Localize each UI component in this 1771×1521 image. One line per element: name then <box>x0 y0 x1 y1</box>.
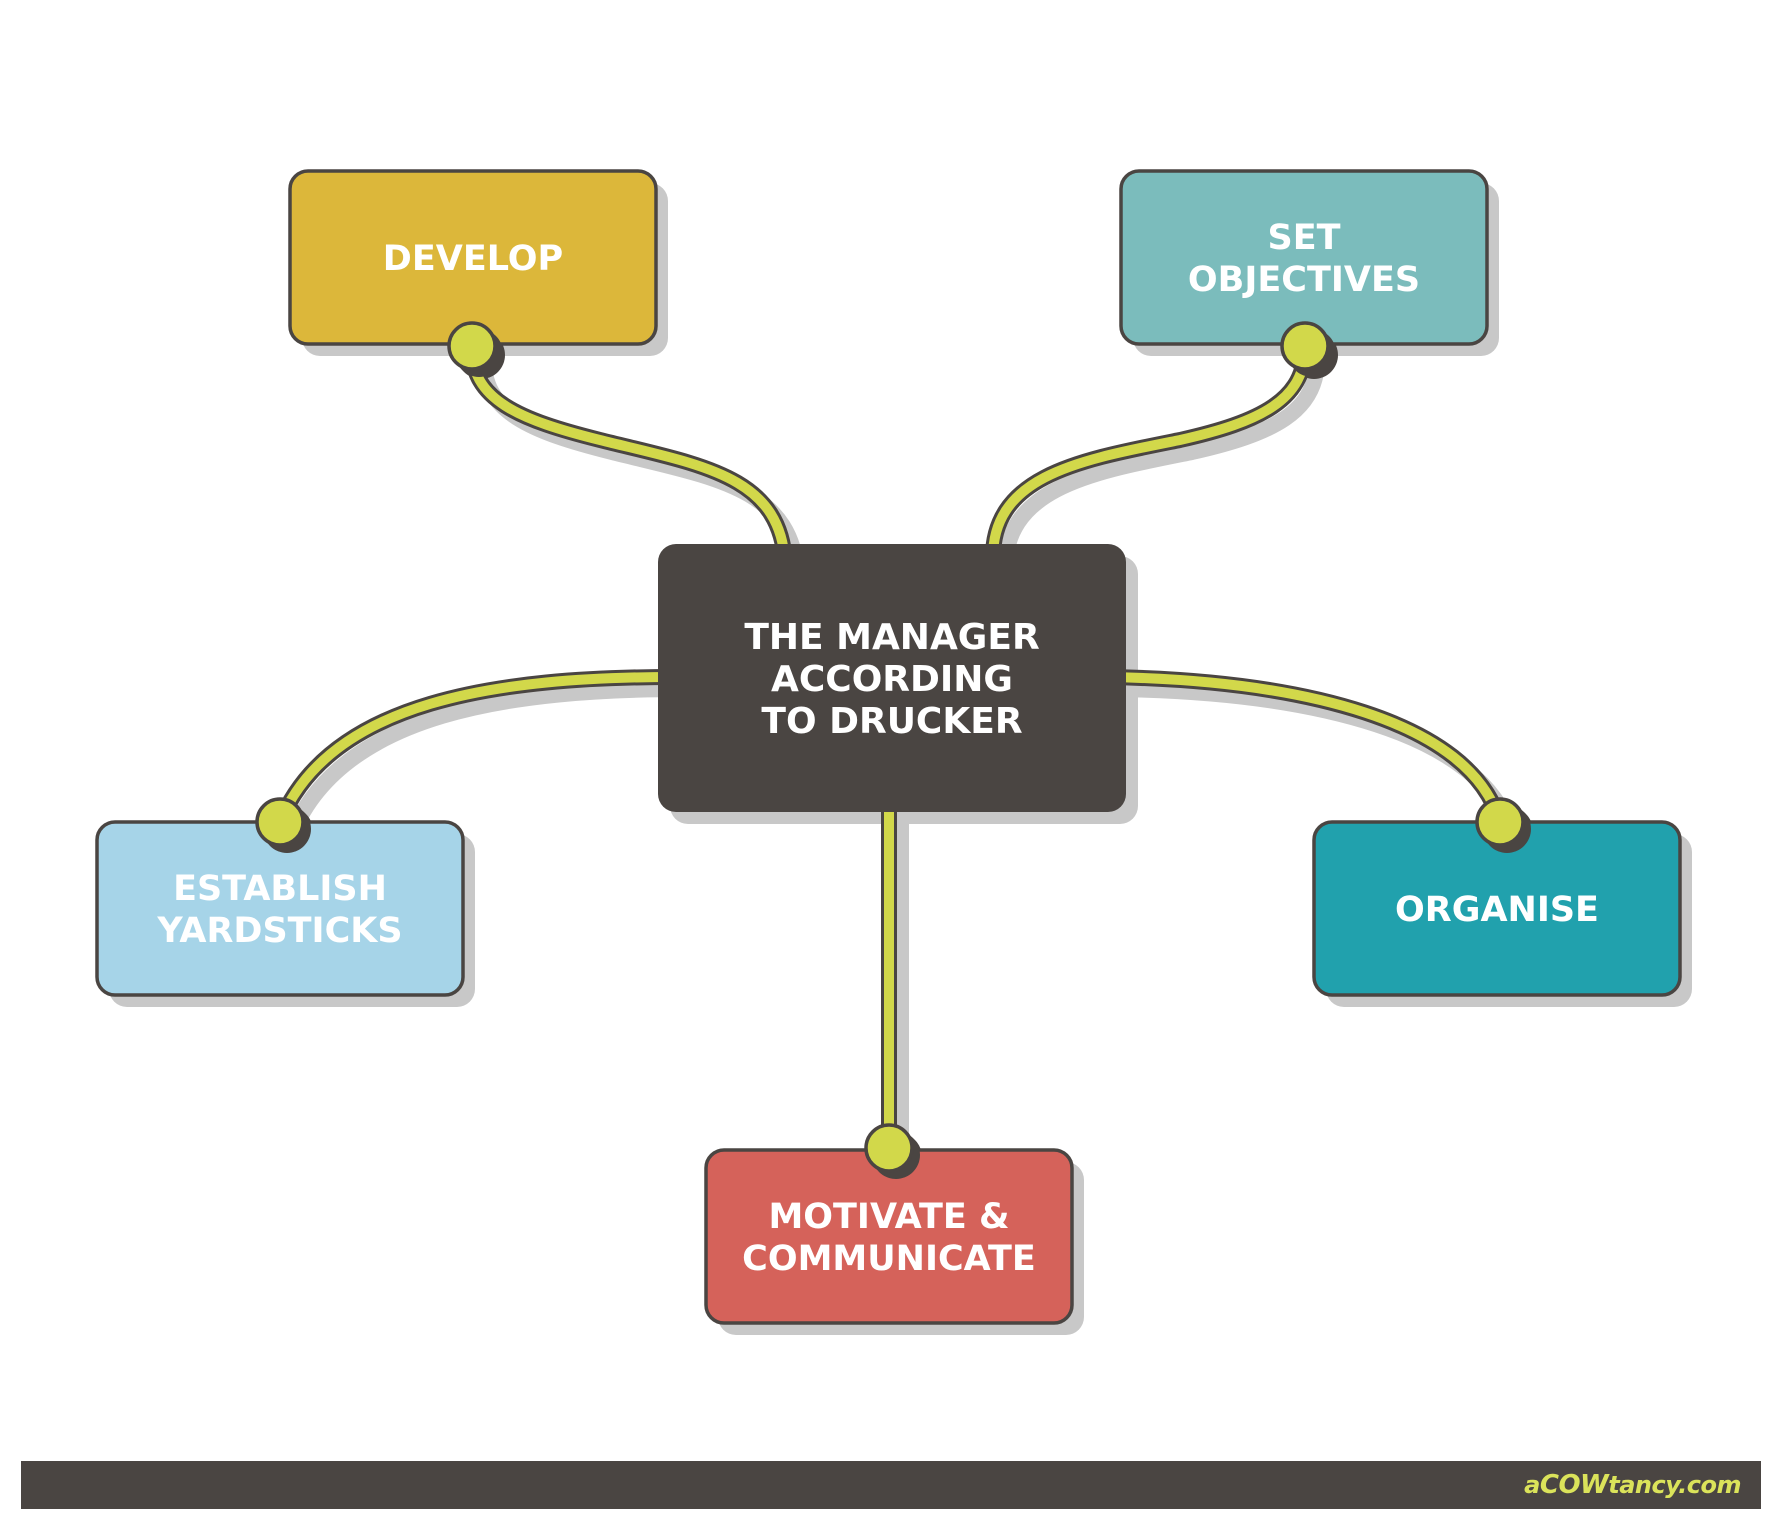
node-label-establish-yardsticks-1: YARDSTICKS <box>156 911 402 951</box>
node-label-organise-0: ORGANISE <box>1395 890 1599 930</box>
connector-dot-develop <box>447 321 497 371</box>
connector-dot-layer <box>255 321 1531 1179</box>
node-label-center-0: THE MANAGER <box>744 617 1039 658</box>
footer-bar: aCOWtancy.com <box>21 1461 1761 1509</box>
node-label-motivate-communicate-1: COMMUNICATE <box>742 1239 1036 1279</box>
brand-highlight: COW <box>1539 1470 1609 1500</box>
node-organise[interactable]: ORGANISE <box>1312 820 1682 997</box>
connector-establish-yardsticks <box>275 672 680 827</box>
connector-shadow-establish-yardsticks <box>284 681 695 842</box>
connector-develop <box>466 341 790 567</box>
connector-layer <box>272 338 1508 1158</box>
node-label-develop-0: DEVELOP <box>383 239 563 279</box>
connector-set-objectives <box>987 341 1311 567</box>
node-motivate-communicate[interactable]: MOTIVATE &COMMUNICATE <box>704 1148 1074 1325</box>
brand-suffix: tancy.com <box>1608 1471 1741 1499</box>
connector-dot-organise <box>1475 797 1525 847</box>
connector-dot-set-objectives <box>1280 321 1330 371</box>
node-label-center-1: ACCORDING <box>771 659 1013 700</box>
connector-dot-establish-yardsticks <box>255 797 305 847</box>
node-box-center <box>658 544 1126 812</box>
node-label-center-2: TO DRUCKER <box>761 701 1022 742</box>
connector-dot-motivate-communicate <box>864 1123 914 1173</box>
connector-outline-set-objectives <box>984 338 1314 570</box>
node-develop[interactable]: DEVELOP <box>288 169 658 346</box>
node-label-establish-yardsticks-0: ESTABLISH <box>173 869 387 909</box>
node-label-motivate-communicate-0: MOTIVATE & <box>768 1197 1009 1237</box>
node-label-set-objectives-1: OBJECTIVES <box>1188 260 1420 300</box>
connector-shadow-set-objectives <box>996 350 1326 582</box>
node-label-set-objectives-0: SET <box>1268 218 1341 258</box>
connector-shadow-develop <box>475 350 805 582</box>
brand-logo[interactable]: aCOWtancy.com <box>1524 1470 1741 1500</box>
connector-organise <box>1101 672 1505 827</box>
brand-prefix: a <box>1524 1471 1540 1499</box>
connector-outline-develop <box>463 338 793 570</box>
